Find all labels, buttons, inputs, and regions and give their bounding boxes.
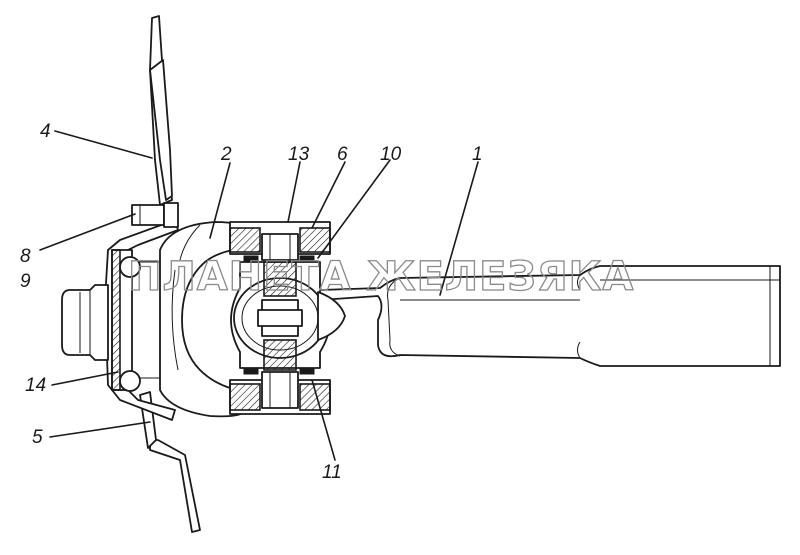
stub-shaft: [61, 284, 109, 361]
callouts: 4 2 13 6 10 1 8 9 14 5 11: [20, 121, 483, 483]
callout-1: 1: [472, 144, 483, 165]
callout-5: 5: [32, 427, 43, 448]
callout-14: 14: [25, 375, 46, 396]
callout-9: 9: [20, 271, 31, 292]
callout-8: 8: [20, 246, 31, 267]
callout-6: 6: [337, 144, 348, 165]
watermark-text: ПЛАНЕТА ЖЕЛЕЗЯКА: [128, 254, 634, 300]
floor-panel: [139, 15, 201, 533]
leader-lines: [39, 130, 479, 461]
callout-10: 10: [380, 144, 402, 165]
callout-13: 13: [288, 144, 310, 165]
universal-joint: [229, 221, 331, 415]
shaft-tube: [317, 265, 781, 367]
bearing-housing: [104, 202, 179, 421]
callout-4: 4: [40, 121, 51, 142]
callout-2: 2: [220, 144, 232, 165]
callout-11: 11: [322, 462, 342, 483]
